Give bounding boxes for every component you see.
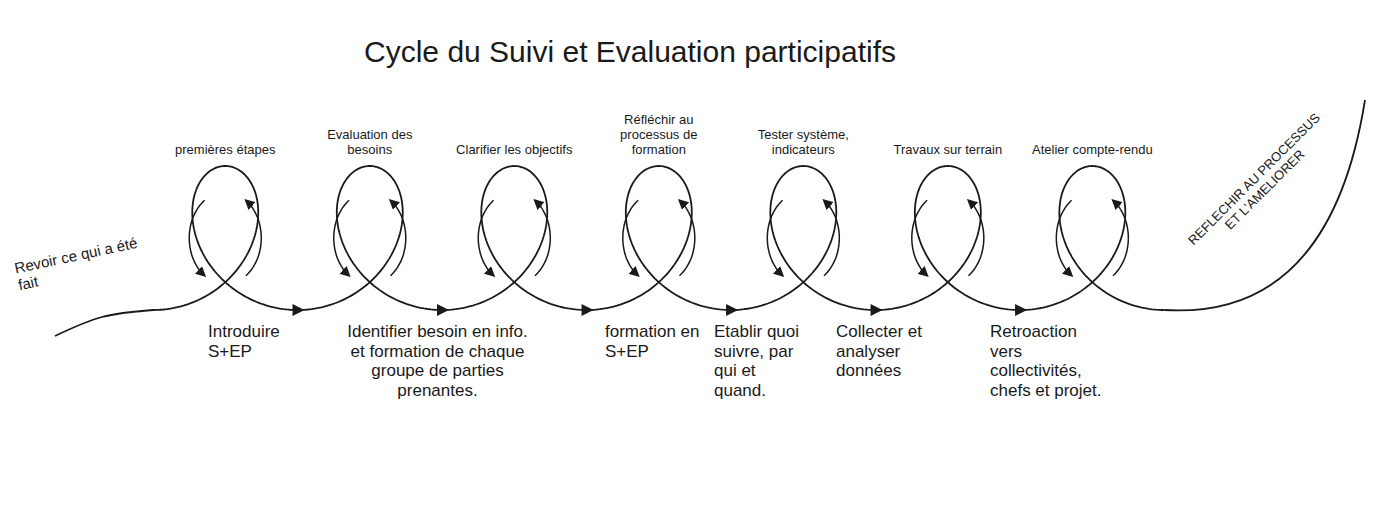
diagram-title: Cycle du Suivi et Evaluation participati…: [250, 34, 1010, 70]
flow-arrowhead: [726, 304, 738, 316]
inner-arrow: [535, 200, 550, 275]
inner-arrow: [334, 200, 349, 275]
inner-arrows: [189, 200, 1128, 275]
loop-label: Evaluation des besoins: [305, 128, 435, 158]
loop-label: Travaux sur terrain: [883, 143, 1013, 158]
flow-arrowhead: [871, 304, 883, 316]
inner-arrow: [390, 200, 405, 275]
tail-line: [1165, 100, 1365, 310]
spiral-loops: [153, 166, 1165, 310]
step-label: Retroaction vers collectivités, chefs et…: [990, 322, 1110, 400]
lead-in-line: [55, 310, 153, 336]
inner-arrow: [912, 200, 927, 275]
step-label: Collecter et analyser données: [836, 322, 946, 381]
inner-arrow: [478, 200, 493, 275]
flow-arrowhead: [582, 304, 594, 316]
inner-arrow: [824, 200, 839, 275]
loop-label: Réfléchir au processus de formation: [594, 113, 724, 158]
flow-arrowhead: [293, 304, 305, 316]
step-label: Identifier besoin en info. et formation …: [345, 322, 530, 400]
inner-arrow: [767, 200, 782, 275]
flow-arrowheads: [293, 304, 1028, 316]
loop-label: Clarifier les objectifs: [449, 143, 579, 158]
inner-arrow: [189, 200, 204, 275]
start-label: Revoir ce qui a été fait: [13, 231, 157, 294]
inner-arrow: [246, 200, 261, 275]
tail-label: REFLECHIR AU PROCESSUS ET L'AMELIORER: [1179, 104, 1342, 267]
inner-arrow: [679, 200, 694, 275]
flow-arrowhead: [437, 304, 449, 316]
step-label: Introduire S+EP: [208, 322, 308, 361]
flow-arrowhead: [1015, 304, 1027, 316]
step-label: Etablir quoi suivre, par qui et quand.: [714, 322, 806, 400]
inner-arrow: [1113, 200, 1128, 275]
step-label: formation en S+EP: [605, 322, 705, 361]
loop-label: Atelier compte-rendu: [1027, 143, 1157, 158]
spiral-line: [55, 100, 1365, 336]
inner-arrow: [968, 200, 983, 275]
inner-arrow: [623, 200, 638, 275]
loop-label: premières étapes: [160, 143, 290, 158]
inner-arrow: [1056, 200, 1071, 275]
loop-label: Tester système, indicateurs: [738, 128, 868, 158]
